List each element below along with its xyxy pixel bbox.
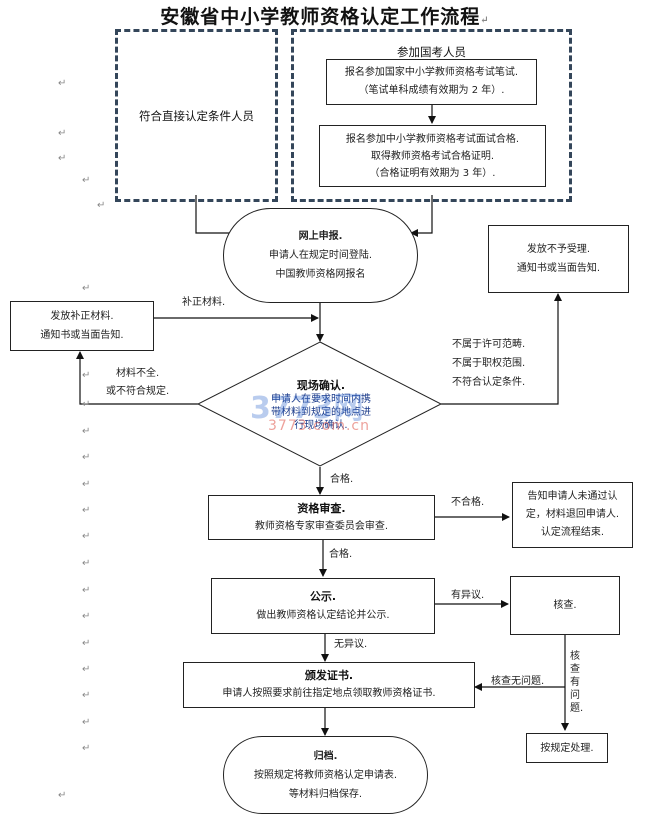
qualification-review-box: 资格审查. 教师资格专家审查委员会审查. (208, 495, 435, 540)
reject-notice-line1: 发放不予受理. (526, 244, 591, 255)
paragraph-mark: ↵ (82, 611, 91, 622)
direct-certification-group: 符合直接认定条件人员 (115, 29, 278, 202)
qualification-review-line1: 教师资格专家审查委员会审查. (254, 520, 389, 532)
paragraph-mark: ↵ (82, 717, 91, 728)
paragraph-mark: ↵ (82, 479, 91, 490)
label-incomplete-1: 材料不全. (116, 368, 160, 379)
paragraph-mark: ↵ (82, 690, 91, 701)
online-application-line1: 申请人在规定时间登陆. (268, 250, 373, 261)
label-pass-review: 合格. (329, 549, 353, 560)
paragraph-mark: ↵ (82, 505, 91, 516)
paragraph-mark: ↵ (58, 153, 67, 164)
watermark-logo: 3773网 (250, 391, 364, 426)
publicity-box: 公示. 做出教师资格认定结论并公示. (211, 578, 435, 634)
issue-certificate-title: 颁发证书. (304, 669, 354, 682)
arrow-onsite-to-reject (441, 293, 562, 405)
archive-node: 归档. 按照规定将教师资格认定申请表. 等材料归档保存. (223, 736, 428, 814)
watermark-url: 3773.com.cn (268, 418, 370, 434)
paragraph-mark: ↵ (82, 283, 91, 294)
label-verified-problem: 核查有问题. (570, 651, 584, 714)
label-not-meet-conditions: 不符合认定条件. (452, 377, 526, 388)
online-application-node: 网上申报. 申请人在规定时间登陆. 中国教师资格网报名 (223, 208, 418, 303)
online-application-title: 网上申报. (298, 231, 343, 242)
paragraph-mark: ↵ (82, 370, 91, 381)
reject-notice-line2: 通知书或当面告知. (516, 263, 601, 274)
written-exam-line1: 报名参加国家中小学教师资格考试笔试. (344, 67, 519, 78)
paragraph-mark: ↵ (82, 175, 91, 186)
fail-notice-line2: 定，材料退回申请人. (525, 509, 620, 520)
supplement-notice-line1: 发放补正材料. (50, 311, 114, 322)
interview-exam-line2: 取得教师资格考试合格证明. (370, 150, 495, 162)
interview-exam-line3: （合格证明有效期为 3 年）. (369, 167, 496, 179)
paragraph-mark: ↵ (82, 328, 91, 339)
arrow-onsite-to-supplement (76, 351, 198, 405)
onsite-diamond-shape (196, 341, 443, 467)
supplement-notice-box: 发放补正材料. 通知书或当面告知. (10, 301, 154, 351)
paragraph-mark: ↵ (82, 426, 91, 437)
label-verified-ok: 核查无问题. (491, 676, 545, 687)
written-exam-box: 报名参加国家中小学教师资格考试笔试. （笔试单科成绩有效期为 2 年）. (326, 59, 537, 105)
direct-certification-label: 符合直接认定条件人员 (139, 108, 254, 123)
archive-line1: 按照规定将教师资格认定申请表. (253, 769, 398, 781)
issue-certificate-line1: 申请人按照要求前往指定地点领取教师资格证书. (222, 688, 436, 699)
online-application-line2: 中国教师资格网报名 (275, 269, 366, 280)
label-objection: 有异议. (451, 590, 485, 601)
written-exam-line2: （笔试单科成绩有效期为 2 年）. (358, 85, 505, 96)
label-not-authority-scope: 不属于职权范围. (452, 358, 526, 369)
onsite-confirmation-line2: 带材料到规定的地点进 (271, 407, 371, 418)
label-no-objection: 无异议. (334, 639, 368, 650)
handle-per-regulations-label: 按规定处理. (540, 742, 594, 754)
archive-line2: 等材料归档保存. (288, 788, 363, 800)
paragraph-mark: ↵ (58, 128, 67, 139)
verification-box: 核查. (510, 576, 620, 635)
label-incomplete-2: 或不符合规定. (106, 386, 170, 397)
label-not-license-scope: 不属于许可范畴. (452, 339, 526, 350)
onsite-confirmation-line3: 行现场确认. (294, 420, 348, 431)
interview-exam-line1: 报名参加中小学教师资格考试面试合格. (345, 133, 520, 145)
paragraph-mark: ↵ (82, 531, 91, 542)
paragraph-mark: ↵ (82, 638, 91, 649)
issue-certificate-box: 颁发证书. 申请人按照要求前往指定地点领取教师资格证书. (183, 662, 475, 708)
page-title: 安徽省中小学教师资格认定工作流程↵ (160, 6, 490, 28)
national-exam-label: 参加国考人员 (397, 45, 466, 59)
paragraph-mark: ↵ (82, 452, 91, 463)
paragraph-mark: ↵ (82, 743, 91, 754)
handle-per-regulations-box: 按规定处理. (526, 733, 608, 763)
fail-notice-line1: 告知申请人未通过认 (527, 491, 618, 502)
interview-exam-box: 报名参加中小学教师资格考试面试合格. 取得教师资格考试合格证明. （合格证明有效… (319, 125, 546, 187)
supplement-notice-line2: 通知书或当面告知. (40, 330, 124, 341)
fail-notice-box: 告知申请人未通过认 定，材料退回申请人. 认定流程结束. (512, 482, 633, 548)
national-exam-group: 参加国考人员 (291, 29, 572, 202)
paragraph-mark: ↵ (82, 664, 91, 675)
label-supplement-materials: 补正材料. (182, 297, 226, 308)
onsite-confirmation-node: 现场确认. 申请人在要求时间内携 带材料到规定的地点进 行现场确认. (236, 379, 406, 432)
qualification-review-title: 资格审查. (297, 501, 346, 515)
paragraph-mark: ↵ (82, 558, 91, 569)
paragraph-mark: ↵ (58, 790, 67, 801)
label-fail: 不合格. (451, 497, 485, 508)
arrow-direct-to-online (195, 195, 241, 237)
verification-label: 核查. (553, 600, 577, 611)
onsite-confirmation-line1: 申请人在要求时间内携 (271, 394, 371, 405)
arrow-exam-to-online (410, 195, 433, 237)
onsite-confirmation-title: 现场确认. (296, 379, 346, 392)
paragraph-mark: ↵ (58, 78, 67, 89)
label-pass-onsite: 合格. (330, 474, 354, 485)
paragraph-mark: ↵ (97, 200, 106, 211)
paragraph-mark: ↵ (82, 399, 91, 410)
publicity-line1: 做出教师资格认定结论并公示. (256, 610, 390, 621)
fail-notice-line3: 认定流程结束. (540, 527, 605, 538)
archive-title: 归档. (313, 750, 338, 762)
reject-notice-box: 发放不予受理. 通知书或当面告知. (488, 225, 629, 293)
paragraph-mark: ↵ (82, 585, 91, 596)
publicity-title: 公示. (309, 590, 337, 603)
